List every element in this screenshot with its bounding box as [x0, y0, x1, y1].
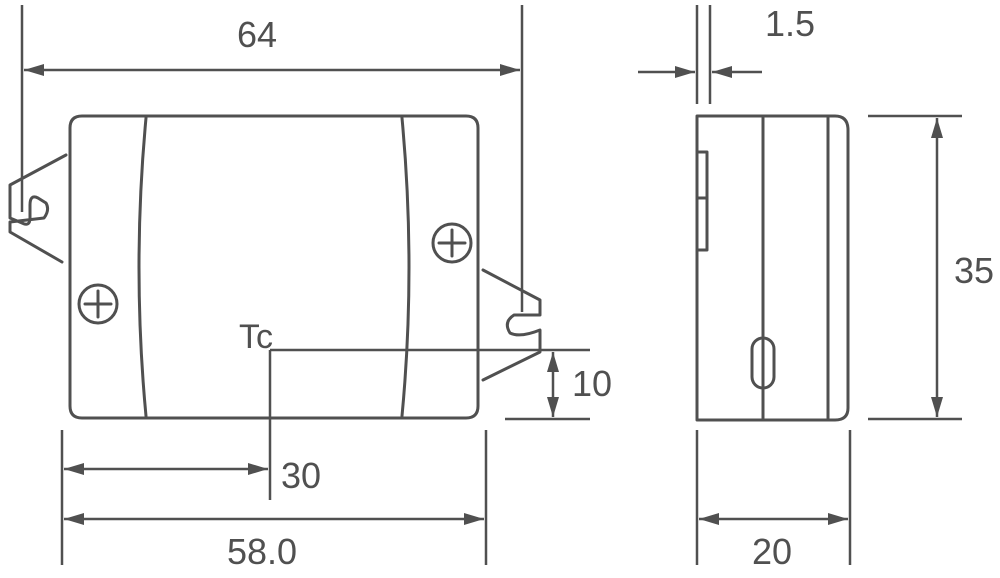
right-screw-icon	[431, 222, 473, 264]
front-view: 64 Tc 10 30 58.0	[8, 5, 612, 572]
front-body-right-panel-edge	[400, 116, 411, 418]
tc-label: Tc	[239, 318, 273, 356]
dim-58-label: 58.0	[227, 531, 297, 572]
side-view: 1.5 35 20	[638, 3, 994, 572]
front-body-left-panel-edge	[137, 116, 148, 418]
dim-30-label: 30	[281, 455, 321, 496]
side-slot	[750, 336, 776, 390]
dim-64-label: 64	[237, 14, 277, 55]
dim-20-label: 20	[752, 531, 792, 572]
dim-1_5-label: 1.5	[765, 3, 815, 44]
left-mounting-flange	[8, 153, 68, 264]
dim-35-label: 35	[954, 250, 994, 291]
right-mounting-flange	[481, 268, 542, 382]
side-flange-tab	[695, 150, 709, 252]
side-body-outline	[695, 114, 850, 422]
dim-10-label: 10	[572, 363, 612, 404]
front-body-outline	[68, 114, 480, 420]
left-screw-icon	[77, 283, 119, 325]
